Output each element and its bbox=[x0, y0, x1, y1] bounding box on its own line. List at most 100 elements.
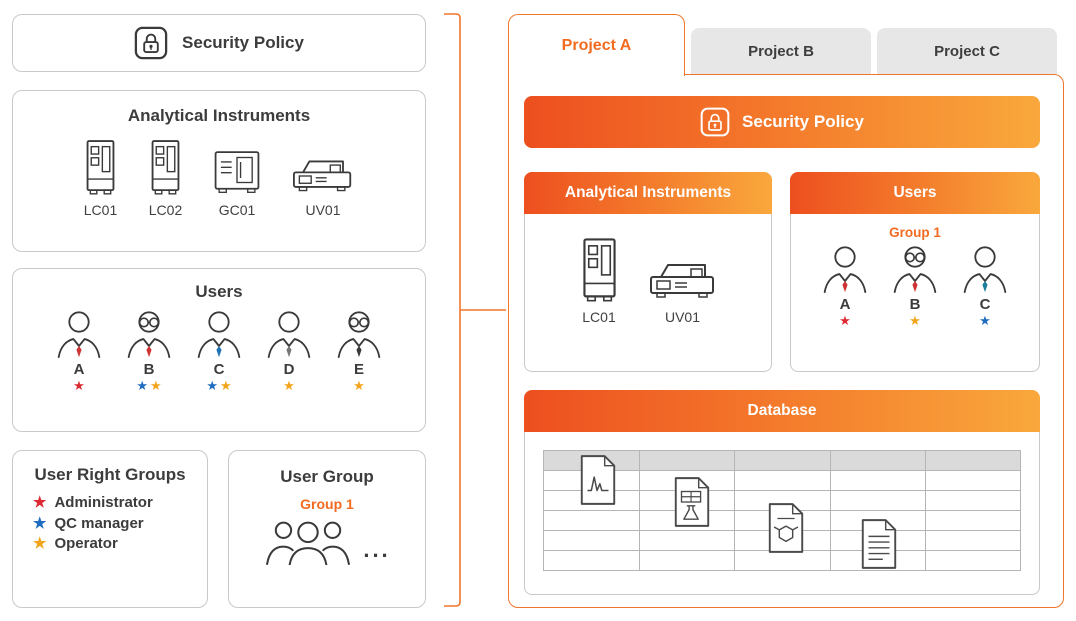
user-stars: ★ bbox=[283, 378, 295, 395]
project-instruments-box: Analytical Instruments LC01 UV01 bbox=[524, 172, 772, 372]
project-instruments-title: Analytical Instruments bbox=[524, 172, 772, 214]
right-group-star: ★ bbox=[33, 515, 46, 533]
instrument-lc01: LC01 bbox=[82, 138, 119, 218]
person-icon bbox=[820, 245, 870, 293]
right-group-qc-manager: ★ QC manager bbox=[33, 515, 207, 533]
instrument-label: GC01 bbox=[218, 202, 256, 218]
user-group-card: User Group Group 1 ... bbox=[228, 450, 426, 608]
project-instrument-uv01: UV01 bbox=[647, 259, 719, 325]
user-stars: ★ bbox=[839, 313, 851, 330]
user-label: A bbox=[73, 361, 85, 378]
user-stars: ★★ bbox=[136, 378, 162, 395]
users-card: Users A ★ B ★★ C ★★ D ★ E ★ bbox=[12, 268, 426, 432]
user-stars: ★ bbox=[979, 313, 991, 330]
instrument-uv01: UV01 bbox=[290, 156, 356, 218]
user-d: D ★ bbox=[261, 310, 317, 395]
gc-instrument-icon bbox=[212, 144, 262, 196]
users-title: Users bbox=[195, 282, 243, 301]
user-label: C bbox=[979, 296, 991, 313]
right-group-star: ★ bbox=[33, 535, 46, 553]
user-group-title: User Group bbox=[280, 467, 374, 486]
right-group-star: ★ bbox=[33, 494, 46, 512]
user-stars: ★ bbox=[353, 378, 365, 395]
right-group-label: Operator bbox=[54, 535, 118, 553]
person-icon bbox=[264, 310, 314, 358]
lock-icon bbox=[134, 26, 168, 60]
project-user-a: A ★ bbox=[817, 245, 873, 330]
tab-project-a[interactable]: Project A bbox=[508, 14, 685, 76]
user-label: C bbox=[213, 361, 225, 378]
user-b: B ★★ bbox=[121, 310, 177, 395]
project-group-1-label: Group 1 bbox=[889, 225, 941, 240]
star-yellow-icon: ★ bbox=[909, 313, 921, 328]
instrument-label: LC02 bbox=[148, 202, 183, 218]
star-blue-icon: ★ bbox=[979, 313, 991, 328]
structure-document-icon bbox=[765, 502, 807, 554]
instrument-label: UV01 bbox=[305, 202, 341, 218]
person-glasses-icon bbox=[124, 310, 174, 358]
star-blue-icon: ★ bbox=[33, 514, 47, 532]
report-document-icon bbox=[858, 518, 900, 570]
right-group-administrator: ★ Administrator bbox=[33, 494, 207, 512]
instrument-lc02: LC02 bbox=[147, 138, 184, 218]
user-right-groups-card: User Right Groups ★ Administrator ★ QC m… bbox=[12, 450, 208, 608]
instruments-title: Analytical Instruments bbox=[127, 106, 311, 125]
security-policy-label: Security Policy bbox=[182, 33, 304, 52]
project-users-box: Users Group 1 A ★ B ★ C ★ bbox=[790, 172, 1040, 372]
star-red-icon: ★ bbox=[33, 494, 47, 511]
lc-instrument-icon bbox=[578, 236, 621, 303]
star-blue-icon: ★ bbox=[206, 378, 218, 393]
uv-instrument-icon bbox=[647, 259, 719, 303]
project-user-c: C ★ bbox=[957, 245, 1013, 330]
user-e: E ★ bbox=[331, 310, 387, 395]
user-label: B bbox=[143, 361, 155, 378]
user-group-icon bbox=[263, 518, 353, 565]
tab-project-c[interactable]: Project C bbox=[877, 28, 1057, 74]
project-database-title: Database bbox=[524, 390, 1040, 432]
project-instrument-lc01: LC01 bbox=[578, 236, 621, 325]
right-group-label: Administrator bbox=[54, 494, 153, 512]
star-red-icon: ★ bbox=[839, 313, 851, 328]
person-glasses-icon bbox=[890, 245, 940, 293]
instrument-label: UV01 bbox=[664, 309, 701, 325]
user-c: C ★★ bbox=[191, 310, 247, 395]
project-users-title: Users bbox=[790, 172, 1040, 214]
user-label: A bbox=[839, 296, 851, 313]
user-a: A ★ bbox=[51, 310, 107, 395]
person-icon bbox=[54, 310, 104, 358]
tab-project-b[interactable]: Project B bbox=[691, 28, 871, 74]
chromatogram-document-icon bbox=[577, 454, 619, 506]
analytical-instruments-card: Analytical Instruments LC01 LC02 GC01 UV… bbox=[12, 90, 426, 252]
analysis-table-document-icon bbox=[671, 476, 713, 528]
person-icon bbox=[194, 310, 244, 358]
user-label: E bbox=[353, 361, 364, 378]
person-icon bbox=[960, 245, 1010, 293]
user-stars: ★★ bbox=[206, 378, 232, 395]
project-security-policy-label: Security Policy bbox=[742, 112, 864, 131]
instrument-label: LC01 bbox=[582, 309, 616, 325]
star-yellow-icon: ★ bbox=[33, 535, 47, 552]
user-label: D bbox=[283, 361, 295, 378]
ellipsis-label: ... bbox=[363, 537, 391, 562]
lc-instrument-icon bbox=[82, 138, 119, 196]
right-group-operator: ★ Operator bbox=[33, 535, 207, 553]
right-group-label: QC manager bbox=[54, 514, 144, 532]
star-red-icon: ★ bbox=[73, 378, 85, 393]
project-security-policy-banner: Security Policy bbox=[524, 96, 1040, 148]
security-policy-card: Security Policy bbox=[12, 14, 426, 72]
star-yellow-icon: ★ bbox=[283, 378, 295, 393]
star-blue-icon: ★ bbox=[136, 378, 148, 393]
user-stars: ★ bbox=[909, 313, 921, 330]
star-yellow-icon: ★ bbox=[220, 378, 232, 393]
lc-instrument-icon bbox=[147, 138, 184, 196]
uv-instrument-icon bbox=[290, 156, 356, 196]
star-yellow-icon: ★ bbox=[150, 378, 162, 393]
instrument-gc01: GC01 bbox=[212, 144, 262, 218]
instrument-label: LC01 bbox=[83, 202, 118, 218]
project-database-box: Database bbox=[524, 390, 1040, 595]
lock-icon bbox=[700, 107, 730, 137]
group-1-label: Group 1 bbox=[300, 496, 354, 512]
user-label: B bbox=[909, 296, 921, 313]
user-right-groups-title: User Right Groups bbox=[34, 465, 186, 484]
star-yellow-icon: ★ bbox=[353, 378, 365, 393]
